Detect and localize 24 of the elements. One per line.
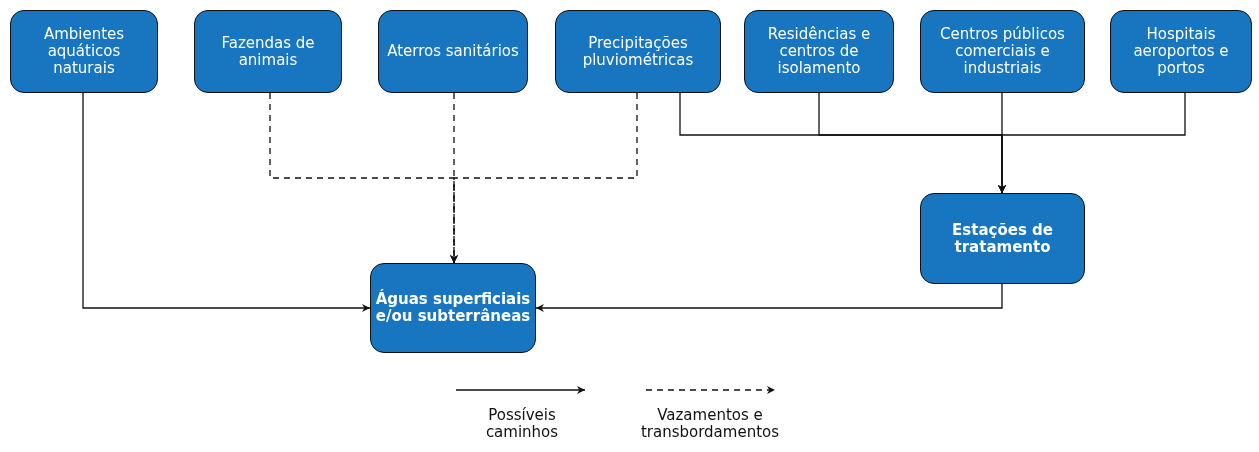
process-box bbox=[370, 263, 536, 353]
node-label: Residências e centros de isolamento bbox=[766, 26, 872, 77]
process-box bbox=[920, 10, 1085, 93]
arrow bbox=[998, 92, 1186, 194]
process-box bbox=[920, 193, 1085, 284]
node-label: Ambientes aquáticos naturais bbox=[42, 26, 126, 77]
process-box bbox=[1110, 10, 1252, 93]
process-box bbox=[555, 10, 721, 93]
process-box bbox=[10, 10, 158, 93]
legend-label: Vazamentos e transbordamentos bbox=[639, 407, 781, 441]
process-box bbox=[378, 10, 528, 93]
arrow bbox=[82, 92, 371, 312]
arrow bbox=[450, 92, 638, 264]
arrow bbox=[535, 283, 1003, 312]
node-label: Fazendas de animais bbox=[220, 34, 316, 69]
process-box bbox=[744, 10, 894, 93]
node-label: Hospitais aeroportos e portos bbox=[1132, 26, 1230, 77]
node-label: Aterros sanitários bbox=[387, 43, 519, 60]
node-label: Águas superficiais e/ou subterrâneas bbox=[375, 291, 531, 325]
legend-label: Possíveis caminhos bbox=[484, 407, 560, 441]
node-label: Centros públicos comerciais e industriais bbox=[939, 26, 1066, 77]
node-label: Estações de tratamento bbox=[951, 221, 1054, 256]
node-label: Precipitações pluviométricas bbox=[581, 34, 695, 69]
process-box bbox=[194, 10, 342, 93]
